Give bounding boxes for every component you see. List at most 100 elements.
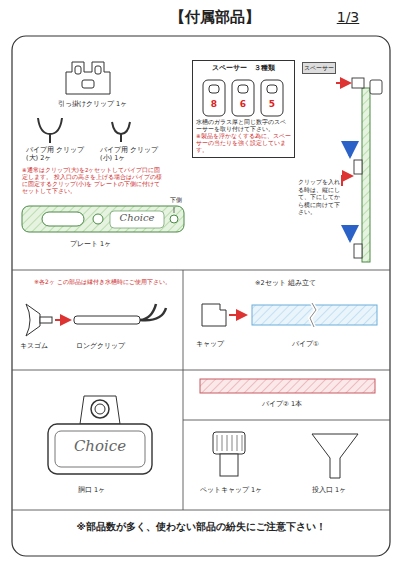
drawing-stroke — [12, 270, 390, 271]
part-name: キャップ — [196, 340, 242, 348]
part-name: キスゴム — [20, 342, 64, 350]
drawing-stroke — [38, 118, 62, 134]
drawing-stroke — [12, 370, 183, 371]
drawing-stroke — [74, 316, 140, 324]
drawing-stroke — [238, 85, 248, 93]
note-text: ※通常はクリップ(大)を2ヶセットしてパイプ口に固定します。 投入口の高さを上げ… — [22, 167, 164, 195]
drawing-stroke — [310, 303, 316, 327]
drawing-stroke — [261, 80, 283, 116]
drawing-stroke — [112, 122, 130, 134]
drawing-stroke — [349, 230, 352, 240]
drawing-stroke — [174, 207, 175, 213]
part-name: プレート 1ヶ — [70, 240, 150, 248]
drawing-stroke — [26, 304, 140, 336]
box-heading: スペーサー ３種類 — [196, 64, 291, 73]
side-label: 下側 — [166, 196, 186, 204]
part-name: パイプ用 クリップ(大) 2ヶ — [26, 146, 88, 162]
drawing-stroke — [217, 435, 242, 451]
drawing-stroke — [203, 80, 225, 116]
drawing-stroke — [267, 85, 277, 93]
drawing-stroke — [203, 80, 283, 116]
drawing-stroke — [183, 370, 390, 371]
drawing-stroke — [209, 85, 219, 93]
drawing-stroke — [42, 212, 84, 226]
note-text: ※2セット 組み立て — [255, 279, 375, 287]
box-heading: ※部品数が多く、使わない部品の紛失にご注意下さい！ — [23, 521, 379, 533]
drawing-stroke — [227, 435, 228, 451]
brand-logo: Choice — [56, 437, 144, 456]
drawing-stroke — [48, 424, 152, 474]
part-name: ロングクリップ — [76, 342, 146, 350]
part-name: 引っ掛けクリップ 1ヶ — [58, 100, 128, 108]
drawing-stroke — [12, 270, 390, 510]
drawing-stroke — [213, 432, 245, 454]
box-body: 水槽のガラス厚と同じ数字のスペーサーを取り付けて下さい。 — [196, 119, 291, 133]
drawing-stroke — [370, 80, 382, 94]
drawing-stroke — [75, 66, 81, 74]
drawing-stroke — [12, 36, 390, 556]
drawing-stroke — [349, 146, 352, 156]
drawing-stroke — [232, 435, 233, 451]
drawing-stroke — [183, 270, 184, 510]
drawing-stroke — [66, 62, 110, 94]
drawing-stroke — [352, 78, 382, 258]
spacer-number: 5 — [261, 99, 283, 110]
callout-label: スペーサー — [302, 62, 336, 74]
drawing-stroke — [183, 420, 390, 421]
drawing-stroke — [222, 435, 223, 451]
box-body: ※製品を浮かなくする為に、スペーサーの当たりを強く設定しています。 — [196, 133, 291, 154]
part-name: パイプ用 クリップ(小) 1ヶ — [100, 146, 162, 162]
spacer-box: スペーサー ３種類水槽のガラス厚と同じ数字のスペーサーを取り付けて下さい。※製品… — [192, 60, 295, 158]
spacer-number: 6 — [232, 99, 254, 110]
part-name: 胴口 1ヶ — [78, 486, 138, 494]
drawing-stroke — [220, 454, 238, 476]
part-name: パイプ① — [292, 340, 352, 348]
drawing-stroke — [82, 80, 94, 88]
drawing-stroke — [217, 435, 218, 451]
drawing-stroke — [232, 80, 254, 116]
drawing-stroke — [40, 317, 52, 323]
drawing-stroke — [170, 215, 178, 223]
drawing-stroke — [336, 82, 350, 84]
drawing-stroke — [49, 134, 51, 143]
drawing-stroke — [242, 435, 243, 451]
drawing-stroke — [140, 304, 166, 320]
drawing-stroke — [22, 206, 184, 232]
drawing-stroke — [26, 304, 40, 336]
drawing-stroke — [91, 400, 109, 418]
drawing-stroke — [120, 134, 122, 142]
drawing-stroke — [55, 431, 145, 467]
drawing-stroke — [354, 160, 362, 174]
drawing-stroke — [66, 62, 110, 94]
drawing-stroke — [229, 314, 246, 316]
notice-band: ※部品数が多く、使わない部品の紛失にご注意下さい！ — [20, 518, 382, 536]
spacer-number: 8 — [203, 99, 225, 110]
drawing-stroke — [95, 404, 105, 414]
drawing-stroke — [12, 510, 390, 511]
note-text: クリップを入れる時は、縦にして、下にしてから横に向けて下さい。 — [298, 178, 342, 216]
drawing-stroke — [213, 432, 245, 476]
drawing-stroke — [110, 211, 164, 228]
drawing-stroke — [95, 66, 101, 74]
note-text: ※各2ヶ この部品は縁付き水槽時にご使用下さい。 — [34, 278, 180, 286]
part-name: パイプ② 1本 — [262, 400, 332, 408]
drawing-stroke — [310, 303, 316, 327]
page-title: 【付属部品】 — [150, 8, 280, 27]
drawing-stroke — [202, 304, 226, 326]
drawing-stroke — [55, 319, 70, 321]
drawing-stroke — [80, 396, 120, 424]
drawing-stroke — [38, 118, 130, 143]
part-name: ペットキャップ 1ヶ — [200, 486, 290, 494]
drawing-stroke — [342, 176, 352, 186]
drawing-stroke — [312, 434, 358, 478]
drawing-stroke — [237, 435, 238, 451]
drawing-stroke — [354, 244, 362, 258]
drawing-stroke — [93, 214, 103, 224]
drawing-stroke — [200, 379, 375, 393]
drawing-stroke — [352, 78, 364, 88]
brand-logo: Choice — [110, 212, 164, 225]
drawing-stroke — [362, 88, 370, 262]
part-name: 投入口 1ヶ — [312, 486, 372, 494]
page-number: 1/3 — [326, 9, 370, 27]
